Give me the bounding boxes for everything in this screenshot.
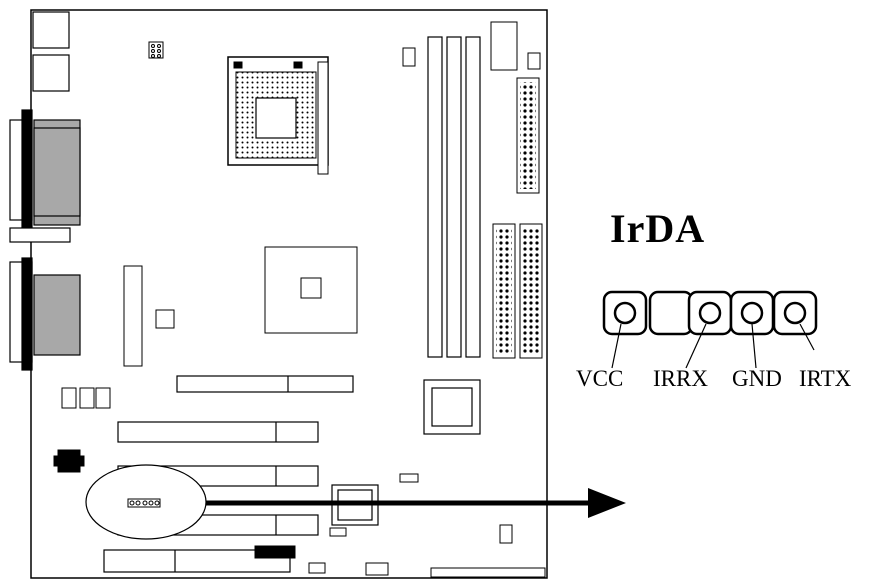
fdd-connector bbox=[516, 77, 540, 194]
jumper-jp1 bbox=[148, 41, 164, 59]
irda-pin-empty bbox=[648, 290, 694, 336]
irda-header-on-board bbox=[127, 498, 161, 508]
irda-leader-lines bbox=[611, 323, 815, 369]
vga-port bbox=[9, 257, 81, 371]
dimm-slots bbox=[427, 36, 481, 358]
southbridge-chip bbox=[423, 379, 481, 435]
northbridge-chip bbox=[264, 246, 358, 334]
label-irrx: IRRX bbox=[653, 366, 708, 391]
ide-connectors bbox=[492, 223, 543, 359]
irda-connector-detail bbox=[602, 290, 818, 336]
usb-headers bbox=[61, 387, 111, 409]
audio-connectors bbox=[490, 21, 541, 71]
cpu-socket bbox=[227, 56, 329, 175]
label-irtx: IRTX bbox=[799, 366, 852, 391]
fan-header-cpu bbox=[402, 47, 416, 67]
label-gnd: GND bbox=[732, 366, 782, 391]
super-io-chip bbox=[53, 449, 85, 473]
pointer-arrow-head bbox=[588, 488, 626, 518]
label-vcc: VCC bbox=[576, 366, 624, 391]
atx-power-connector bbox=[123, 265, 175, 367]
misc-headers bbox=[254, 473, 546, 578]
ps2-ports bbox=[32, 11, 70, 92]
irda-title: IrDA bbox=[610, 206, 706, 251]
parallel-port bbox=[9, 109, 81, 243]
